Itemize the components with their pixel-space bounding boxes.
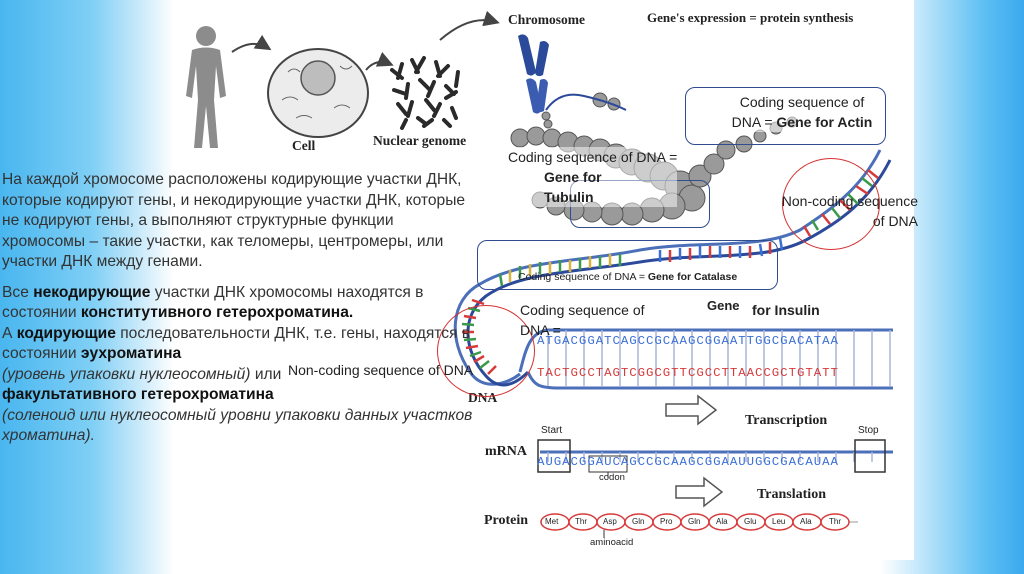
insulin-line2: DNA =	[520, 322, 561, 338]
chromosome-label: Chromosome	[508, 12, 585, 27]
noncoding-top-annotation: Non-coding sequence of DNA	[748, 191, 918, 231]
mrna-label: mRNA	[485, 444, 527, 459]
diagram-title: Gene's expression = protein synthesis	[647, 10, 854, 25]
actin-box	[685, 87, 886, 145]
translation-arrow-icon	[675, 476, 724, 508]
explanation-paragraph-1: На каждой хромосоме расположены кодирующ…	[2, 171, 466, 270]
protein-chain	[540, 513, 858, 538]
chromosome-icon	[518, 34, 549, 114]
amino-acid-3: Gln	[632, 517, 645, 526]
amino-acid-7: Glu	[744, 517, 757, 526]
translation-label: Translation	[757, 487, 826, 502]
actin-line2-text: DNA =	[731, 114, 777, 130]
catalase-plain: Coding sequence of DNA =	[518, 271, 648, 283]
tubulin-line1: Coding sequence of DNA =	[508, 149, 678, 165]
amino-acid-8: Leu	[772, 517, 786, 526]
tubulin-bold1: Gene for	[544, 169, 602, 185]
catalase-box	[477, 240, 778, 290]
actin-line2: DNA = Gene for Actin	[723, 112, 881, 132]
cell-label: Cell	[292, 138, 316, 153]
explanation-paragraph-2: Все некодирующие участки ДНК хромосомы н…	[2, 283, 480, 447]
noncoding-bottom-circle	[437, 305, 535, 397]
insulin-line1: Coding sequence of	[520, 302, 645, 318]
insulin-annotation: Coding sequence of DNA =	[520, 300, 645, 340]
actin-annotation: Coding sequence of DNA = Gene for Actin	[723, 92, 881, 132]
dna-link-strand	[545, 93, 627, 111]
p2-f: кодирующие	[16, 324, 116, 342]
arrow-genome-to-chromosome	[439, 10, 500, 41]
noncoding-top-line1: Non-coding sequence	[781, 193, 918, 209]
amino-acid-10: Thr	[829, 517, 841, 526]
catalase-bold: Gene for Catalase	[647, 271, 738, 283]
catalase-annotation: Coding sequence of DNA = Gene for Catala…	[518, 271, 737, 283]
amino-acid-0: Met	[545, 517, 559, 526]
start-label: Start	[541, 425, 563, 436]
noncoding-bottom-annotation: Non-coding sequence of DNA	[288, 362, 474, 378]
gene-label: Gene	[707, 298, 740, 313]
tubulin-bold2: Tubulin	[544, 189, 594, 205]
dna-bottom-sequence: TACTGCCTAGTCGGCGTTCGCCTTAACCGCTGTATT	[537, 366, 839, 380]
dna-top-sequence: ATGACGGATCAGCCGCAAGCGGAATTGGCGACATAA	[537, 334, 839, 348]
p2-b: некодирующие	[33, 283, 151, 301]
codon-label: codon	[599, 472, 625, 483]
noncoding-top-circle	[782, 158, 880, 250]
p2-a: Все	[2, 283, 34, 301]
tubulin-annotation: Coding sequence of DNA = Gene for Tubuli…	[508, 147, 678, 207]
p2-g: последовательности ДНК, т.е. гены, наход…	[2, 324, 471, 363]
explanation-text: На каждой хромосоме расположены кодирующ…	[2, 170, 480, 457]
noncoding-top-line2: of DNA	[872, 213, 918, 229]
p2-d: конститутивного гетерохроматина.	[80, 304, 354, 321]
aminoacid-label: aminoacid	[590, 537, 634, 548]
amino-acid-4: Pro	[660, 517, 673, 526]
nuclear-genome-label: Nuclear genome	[373, 133, 467, 148]
amino-acid-5: Gln	[688, 517, 701, 526]
stop-label: Stop	[858, 425, 879, 436]
protein-label: Protein	[484, 513, 529, 528]
amino-acid-1: Thr	[575, 517, 587, 526]
nuclear-genome-icon	[390, 56, 460, 130]
p2-k: факультативного гетерохроматина	[2, 386, 274, 403]
mrna-sequence: AUGACGGAUCAGCCGCAAGCGGAAUUGGCGACAUAA	[537, 455, 839, 469]
actin-line1: Coding sequence of	[739, 94, 865, 110]
p2-i: (уровень упаковки нуклеосомный)	[2, 365, 251, 383]
human-figure-icon	[186, 26, 226, 148]
transcription-arrow-icon	[665, 394, 718, 426]
p2-h: эухроматина	[80, 345, 182, 362]
actin-bold: Gene for Actin	[776, 114, 873, 130]
p2-l: (соленоид или нуклеосомный уровни упаков…	[2, 406, 473, 445]
p2-e: А	[2, 324, 17, 342]
amino-acid-9: Ala	[800, 517, 812, 526]
arrow-human-to-cell	[231, 34, 272, 53]
cell-icon	[267, 48, 369, 138]
arrow-cell-to-genome	[365, 51, 394, 71]
transcription-label: Transcription	[745, 413, 828, 428]
insulin-bold: for Insulin	[752, 302, 820, 318]
amino-acid-2: Asp	[603, 517, 617, 526]
p2-j: или	[250, 365, 282, 383]
mrna-strand	[537, 439, 893, 478]
p2-c: участки ДНК хромосомы находятся в состоя…	[2, 283, 424, 322]
amino-acid-6: Ala	[716, 517, 728, 526]
